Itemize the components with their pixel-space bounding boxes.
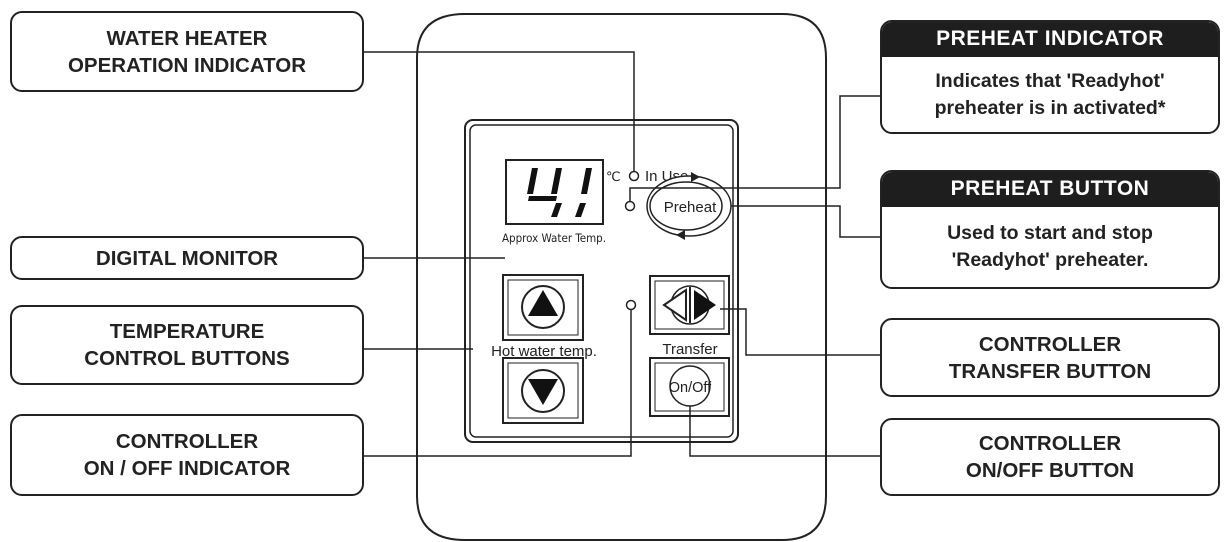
callout-line: CONTROLLER <box>978 432 1122 455</box>
leader-onoff-indicator <box>363 310 632 457</box>
preheat-cycle-arrows-icon <box>676 172 700 240</box>
callout-line: TEMPERATURE <box>109 320 265 343</box>
callout-digital-monitor: DIGITAL MONITOR <box>10 236 364 280</box>
temp-down-button[interactable] <box>502 357 584 424</box>
callout-body: Indicates that 'Readyhot' preheater is i… <box>935 57 1166 132</box>
water-heater-operation-led <box>628 170 640 182</box>
leader-transfer-button <box>720 308 880 356</box>
hot-water-temp-label: Hot water temp. <box>491 343 597 360</box>
callout-water-heater-operation-indicator: WATER HEATER OPERATION INDICATOR <box>10 11 364 92</box>
display-caption: Approx Water Temp. <box>502 231 606 245</box>
preheat-indicator-led <box>624 200 636 212</box>
control-panel-inner <box>469 124 734 438</box>
callout-line: CONTROLLER <box>978 332 1122 356</box>
callout-line: DIGITAL MONITOR <box>95 246 279 270</box>
callout-controller-transfer-button: CONTROLLER TRANSFER BUTTON <box>880 318 1220 397</box>
callout-line: CONTROL BUTTONS <box>84 347 290 370</box>
callout-line: ON/OFF BUTTON <box>965 459 1135 482</box>
leader-lines <box>363 51 880 457</box>
callout-preheat-indicator: PREHEAT INDICATOR Indicates that 'Readyh… <box>880 20 1220 134</box>
callout-header: PREHEAT BUTTON <box>882 172 1218 207</box>
transfer-arrows-icon <box>662 287 716 323</box>
preheat-button[interactable]: Preheat <box>646 175 732 237</box>
callout-line: CONTROLLER <box>115 430 259 453</box>
down-arrow-icon <box>528 379 558 405</box>
leader-onoff-button <box>689 406 880 457</box>
callout-line: Indicates that 'Readyhot' <box>935 69 1165 92</box>
callout-preheat-button: PREHEAT BUTTON Used to start and stop 'R… <box>880 170 1220 289</box>
control-panel <box>464 119 739 443</box>
callout-controller-onoff-indicator: CONTROLLER ON / OFF INDICATOR <box>10 414 364 496</box>
callout-line: ON / OFF INDICATOR <box>83 457 291 480</box>
seven-segment-display <box>527 168 592 217</box>
onoff-button[interactable]: On/Off <box>649 357 730 417</box>
up-arrow-icon <box>528 290 558 316</box>
callout-temperature-control-buttons: TEMPERATURE CONTROL BUTTONS <box>10 305 364 385</box>
leader-preheat-indicator <box>629 95 880 201</box>
callout-line: 'Readyhot' preheater. <box>951 249 1149 271</box>
transfer-button[interactable] <box>649 275 730 335</box>
onoff-button-label: On/Off <box>669 380 712 396</box>
callout-line: OPERATION INDICATOR <box>67 53 307 77</box>
callout-controller-onoff-button: CONTROLLER ON/OFF BUTTON <box>880 418 1220 496</box>
temp-up-button[interactable] <box>502 274 584 341</box>
display-unit: ℃ <box>606 170 621 185</box>
preheat-button-label: Preheat <box>664 199 717 216</box>
leader-water-heater <box>363 51 635 171</box>
transfer-label: Transfer <box>662 341 717 358</box>
callout-body: Used to start and stop 'Readyhot' prehea… <box>947 207 1153 287</box>
callout-header: PREHEAT INDICATOR <box>882 22 1218 57</box>
callout-line: TRANSFER BUTTON <box>948 359 1152 383</box>
callout-line: preheater is in activated* <box>934 96 1166 119</box>
leader-preheat-button <box>731 205 880 238</box>
controller-body <box>416 13 827 541</box>
callout-line: Used to start and stop <box>947 222 1153 244</box>
onoff-indicator-led <box>625 299 637 311</box>
callout-line: WATER HEATER <box>106 26 268 50</box>
